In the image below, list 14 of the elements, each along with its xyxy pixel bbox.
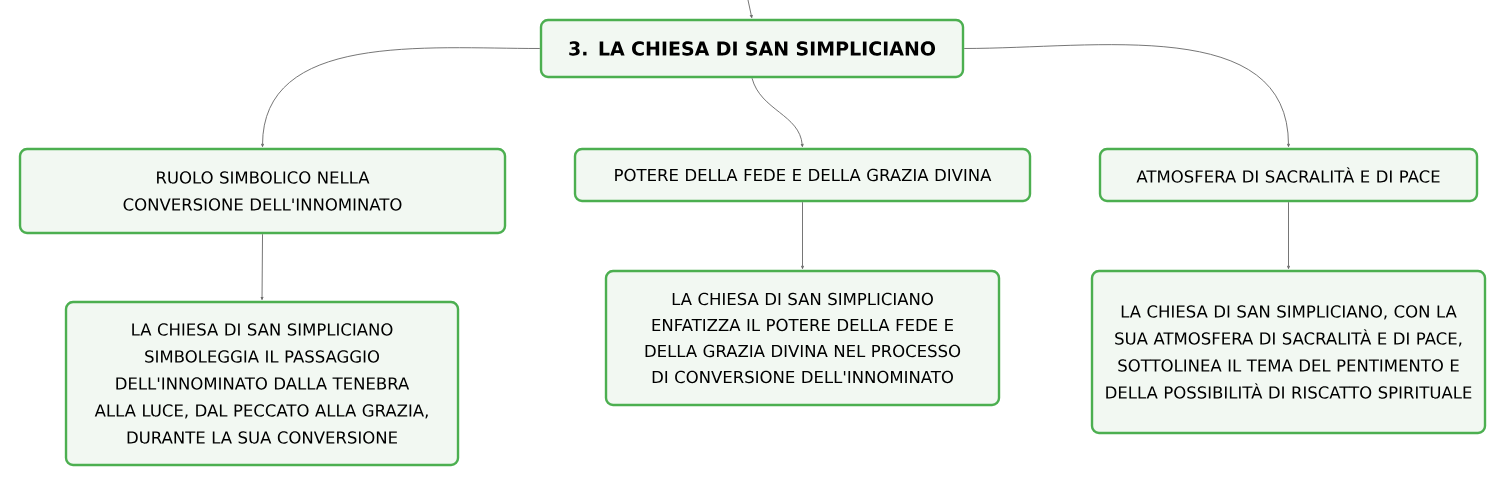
subtopic-box: POTERE DELLA FEDE E DELLA GRAZIA DIVINA [573,147,1032,203]
arrow [1287,201,1290,270]
arrow [261,47,541,148]
arrow [801,201,804,270]
description-box: LA CHIESA DI SAN SIMPLICIANO, CON LA SUA ATMOSFERA DI SACRALITÀ E DI PACE, SOTTOLINEA IL TEMA DEL PENTIMENTO E DELLA POSSIBILITÀ DI RISCATTO SPIRITUALE [1090,269,1487,435]
arrow [747,0,753,19]
arrow [260,233,264,301]
description-box: LA CHIESA DI SAN SIMPLICIANO ENFATIZZA IL POTERE DELLA FEDE E DELLA GRAZIA DIVINA NEL PROCESSO DI CONVERSIONE DELL'INNOMINATO [604,269,1001,407]
subtopic-box: ATMOSFERA DI SACRALITÀ E DI PACE [1098,147,1479,203]
description-box: LA CHIESA DI SAN SIMPLICIANO SIMBOLEGGIA IL PASSAGGIO DELL'INNOMINATO DALLA TENEBRA ALLA LUCE, DAL PECCATO ALLA GRAZIA, DURANTE LA SUA CONVERSIONE [64,300,460,467]
arrow [963,44,1290,148]
topic-box: 3. LA CHIESA DI SAN SIMPLICIANO [539,18,965,79]
arrow [751,77,804,148]
subtopic-box: RUOLO SIMBOLICO NELLA CONVERSIONE DELL'INNOMINATO [18,147,507,235]
